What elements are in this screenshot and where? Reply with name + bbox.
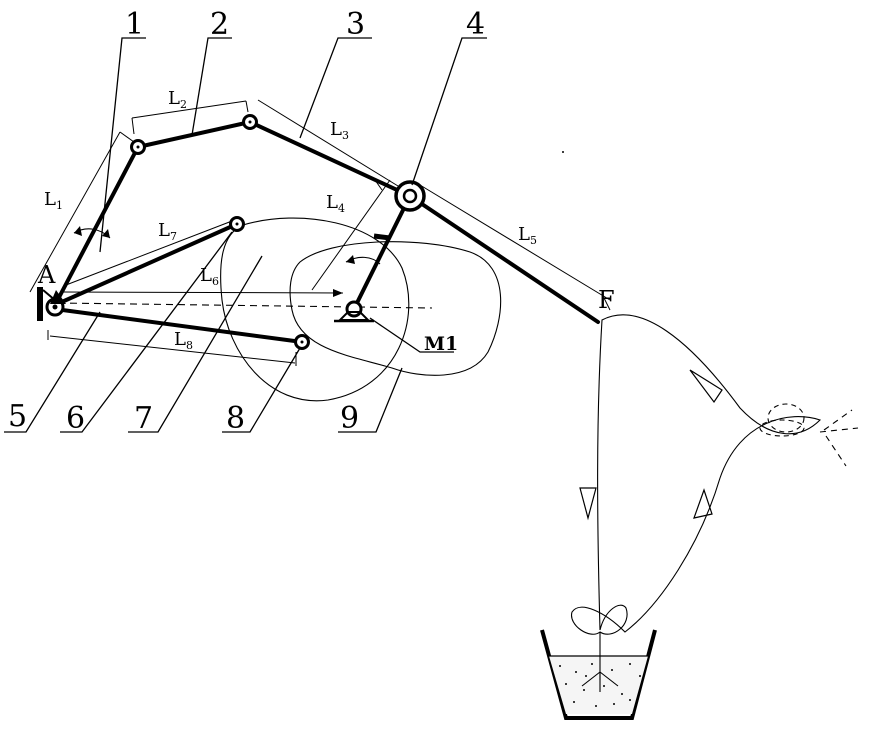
part-number-3: 3	[346, 7, 365, 42]
label-l3: L3	[330, 119, 349, 142]
dim-l6-line	[62, 292, 343, 293]
part-number-5: 5	[8, 399, 27, 434]
reference-line	[58, 303, 432, 308]
dim-l5-line	[420, 185, 610, 300]
dim-l2-line	[132, 101, 246, 118]
joint-l2-l3	[244, 116, 257, 129]
part-number-8: 8	[226, 401, 245, 436]
part-number-4: 4	[466, 7, 485, 42]
rotation-arrowhead-a2	[102, 229, 110, 238]
dashed-tail	[820, 410, 858, 466]
point-label-m1: M1	[424, 333, 458, 355]
trajectory-arrow-3	[694, 490, 712, 518]
part-number-9: 9	[340, 401, 359, 436]
part-number-7: 7	[134, 401, 153, 436]
label-l2: L2	[168, 88, 187, 111]
label-l4: L4	[326, 192, 345, 215]
link-l5	[410, 196, 598, 322]
l4-slider-block	[374, 236, 390, 238]
rotation-arrowhead-m1	[346, 255, 355, 264]
joint-l3-l4-l5	[396, 182, 424, 210]
point-label-a: A	[37, 261, 56, 289]
trajectory-curve	[572, 315, 820, 634]
pot-container	[542, 630, 655, 718]
link-l4	[354, 196, 410, 309]
point-label-f: F	[598, 286, 615, 314]
dim-l6-arrowhead	[333, 289, 343, 297]
part-number-2: 2	[210, 7, 229, 42]
dim-l8-line	[50, 336, 295, 363]
dim-l2-tick-a	[132, 118, 134, 134]
label-l8: L8	[174, 329, 193, 352]
stray-dot	[562, 151, 564, 153]
joint-l1-l2	[132, 141, 145, 154]
label-l5: L5	[518, 224, 537, 247]
ground-pivot-m1	[334, 302, 374, 321]
part-number-1: 1	[125, 7, 144, 42]
joint-l7-follower	[231, 218, 244, 231]
joint-l8-follower	[296, 336, 309, 349]
label-l1: L1	[44, 189, 63, 212]
rotation-arrowhead-a1	[74, 226, 82, 236]
dim-l1-ext	[120, 132, 134, 142]
trajectory-arrow-1	[690, 370, 722, 402]
trajectory-arrow-2	[580, 488, 596, 518]
label-l7: L7	[158, 220, 177, 243]
part-number-6: 6	[66, 401, 85, 436]
dim-l2-tick-b	[246, 101, 248, 112]
dim-l3-line	[258, 100, 398, 186]
cam-profile-7	[221, 218, 409, 401]
leader-2	[192, 38, 232, 135]
leader-4	[412, 38, 487, 185]
label-l6: L6	[200, 265, 219, 288]
